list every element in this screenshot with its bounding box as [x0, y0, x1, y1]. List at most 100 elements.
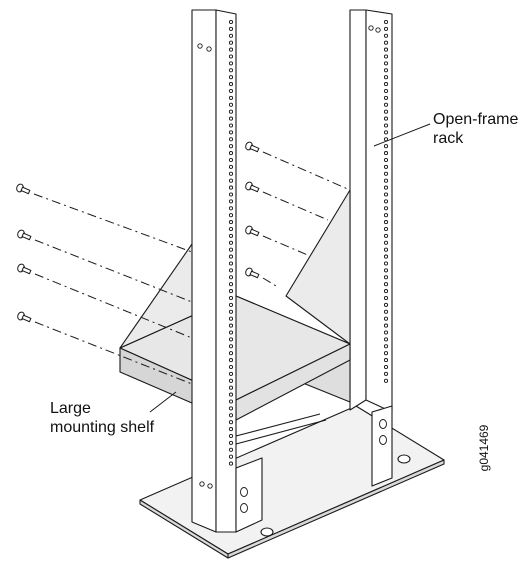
- front-post-hole-61: [228, 440, 234, 445]
- rear-post-hole-0: [383, 19, 389, 25]
- front-post-hole-3: [228, 40, 234, 45]
- alignment-line-left-1: [33, 193, 193, 253]
- rear-post-hole-16: [383, 130, 389, 135]
- front-post-hole-11: [228, 95, 234, 100]
- rear-post-hole-27: [383, 206, 389, 211]
- rear-post-hole-40: [383, 295, 389, 301]
- shelf-callout-leader: [149, 391, 177, 413]
- front-post-hole-62: [228, 447, 234, 452]
- rear-post-hole-22: [383, 171, 389, 176]
- rear-post-foot-bracket: [371, 405, 393, 487]
- front-post-hole-12: [228, 102, 234, 107]
- rear-post-hole-6: [383, 61, 389, 66]
- rear-post-hole-51: [383, 371, 389, 376]
- open-frame-rack-label-line1: Open-frame: [433, 111, 519, 128]
- mounting-screw-icon-right-1: [245, 141, 260, 153]
- rear-post-hole-20: [383, 157, 389, 163]
- rear-post-hole-30: [383, 226, 389, 232]
- rear-post-hole-23: [383, 178, 389, 183]
- mounting-screw-icon-right-1-shank: [249, 144, 260, 153]
- rear-post-hole-8: [383, 75, 389, 80]
- mounting-screw-icon-left-1: [16, 183, 31, 195]
- rear-post-hole-12: [383, 102, 389, 107]
- rear-post-side: [365, 9, 393, 413]
- front-post-hole-5: [228, 54, 234, 59]
- mounting-screw-icon-right-2: [245, 181, 260, 193]
- rear-post-hole-4: [383, 47, 389, 52]
- front-post-hole-20: [228, 157, 234, 163]
- large-mounting-shelf-label: Large mounting shelf: [50, 399, 154, 437]
- front-post-hole-41: [228, 302, 234, 307]
- mounting-screw-icon-right-4-shank: [249, 270, 260, 279]
- front-post-hole-48: [228, 351, 234, 356]
- large-mounting-shelf-label-line2: mounting shelf: [50, 419, 155, 436]
- alignment-line-right-3: [262, 235, 311, 257]
- front-post-hole-55: [228, 399, 234, 404]
- front-post-face: [191, 9, 217, 533]
- front-post-hole-44: [228, 323, 234, 328]
- rear-post-hole-45: [383, 330, 389, 335]
- front-post-hole-0: [228, 19, 234, 25]
- rear-post-hole-19: [383, 151, 389, 156]
- rear-post-hole-2: [383, 33, 389, 38]
- rear-post-hole-32: [383, 240, 389, 245]
- front-post-hole-51: [228, 371, 234, 376]
- front-post-hole-49: [228, 358, 234, 363]
- front-post-hole-19: [228, 151, 234, 156]
- open-frame-rack-label: Open-frame rack: [433, 110, 518, 148]
- rear-post-hole-48: [383, 351, 389, 356]
- rear-post-hole-35: [383, 261, 389, 266]
- front-post-hole-13: [228, 109, 234, 114]
- rear-post-hole-44: [383, 323, 389, 328]
- front-post-hole-54: [228, 392, 234, 397]
- front-post-hole-43: [228, 316, 234, 321]
- rear-post-hole-41: [383, 302, 389, 307]
- mounting-screw-icon-left-2-shank: [21, 232, 32, 241]
- mounting-screw-icon-left-4-shank: [21, 314, 32, 323]
- alignment-line-right-1: [262, 151, 351, 191]
- rear-post-hole-39: [383, 289, 389, 294]
- front-post-hole-28: [228, 213, 234, 218]
- front-post-hole-46: [228, 337, 234, 342]
- rear-post-hole-38: [383, 282, 389, 287]
- front-post-hole-24: [228, 185, 234, 190]
- front-post-hole-59: [228, 427, 234, 432]
- rear-post-hole-34: [383, 254, 389, 259]
- rear-post-face: [349, 9, 367, 411]
- open-frame-rack-label-line2: rack: [433, 130, 464, 147]
- shelf-slot-line-bottom: [235, 419, 327, 445]
- rear-post-face-hole-2: [375, 27, 381, 33]
- alignment-line-right-4: [262, 277, 277, 287]
- rear-post-hole-3: [383, 40, 389, 45]
- front-post-hole-9: [228, 82, 234, 87]
- mounting-screw-icon-left-4: [17, 311, 32, 323]
- front-post-hole-15: [228, 123, 234, 128]
- rear-foot-bolt-hole-1: [379, 419, 387, 429]
- front-post-hole-47: [228, 344, 234, 349]
- front-post-hole-40: [228, 295, 234, 301]
- rear-post-hole-42: [383, 309, 389, 314]
- front-post-hole-4: [228, 47, 234, 52]
- rear-post-hole-37: [383, 275, 389, 280]
- mounting-screw-icon-right-2-shank: [249, 184, 260, 193]
- front-post-hole-38: [228, 282, 234, 287]
- front-post-hole-57: [228, 413, 234, 418]
- rear-post-hole-47: [383, 344, 389, 349]
- front-post-hole-31: [228, 233, 234, 238]
- base-bolt-front: [260, 527, 274, 537]
- rear-post-hole-43: [383, 316, 389, 321]
- rear-post-hole-46: [383, 337, 389, 342]
- base-bolt-rear: [397, 454, 411, 464]
- rear-foot-bolt-hole-2: [379, 435, 387, 445]
- front-post-hole-25: [228, 192, 234, 197]
- front-post-hole-39: [228, 289, 234, 294]
- large-mounting-shelf-label-line1: Large: [50, 400, 91, 417]
- rear-post-hole-14: [383, 116, 389, 121]
- mounting-screw-icon-left-3-shank: [21, 266, 32, 275]
- rear-post-hole-1: [383, 26, 389, 31]
- front-post-lower-hole-1: [199, 481, 205, 487]
- mounting-screw-icon-right-3: [245, 225, 260, 237]
- front-post-hole-6: [228, 61, 234, 66]
- figure-id-label: g041469: [477, 424, 491, 472]
- front-post-hole-26: [228, 199, 234, 204]
